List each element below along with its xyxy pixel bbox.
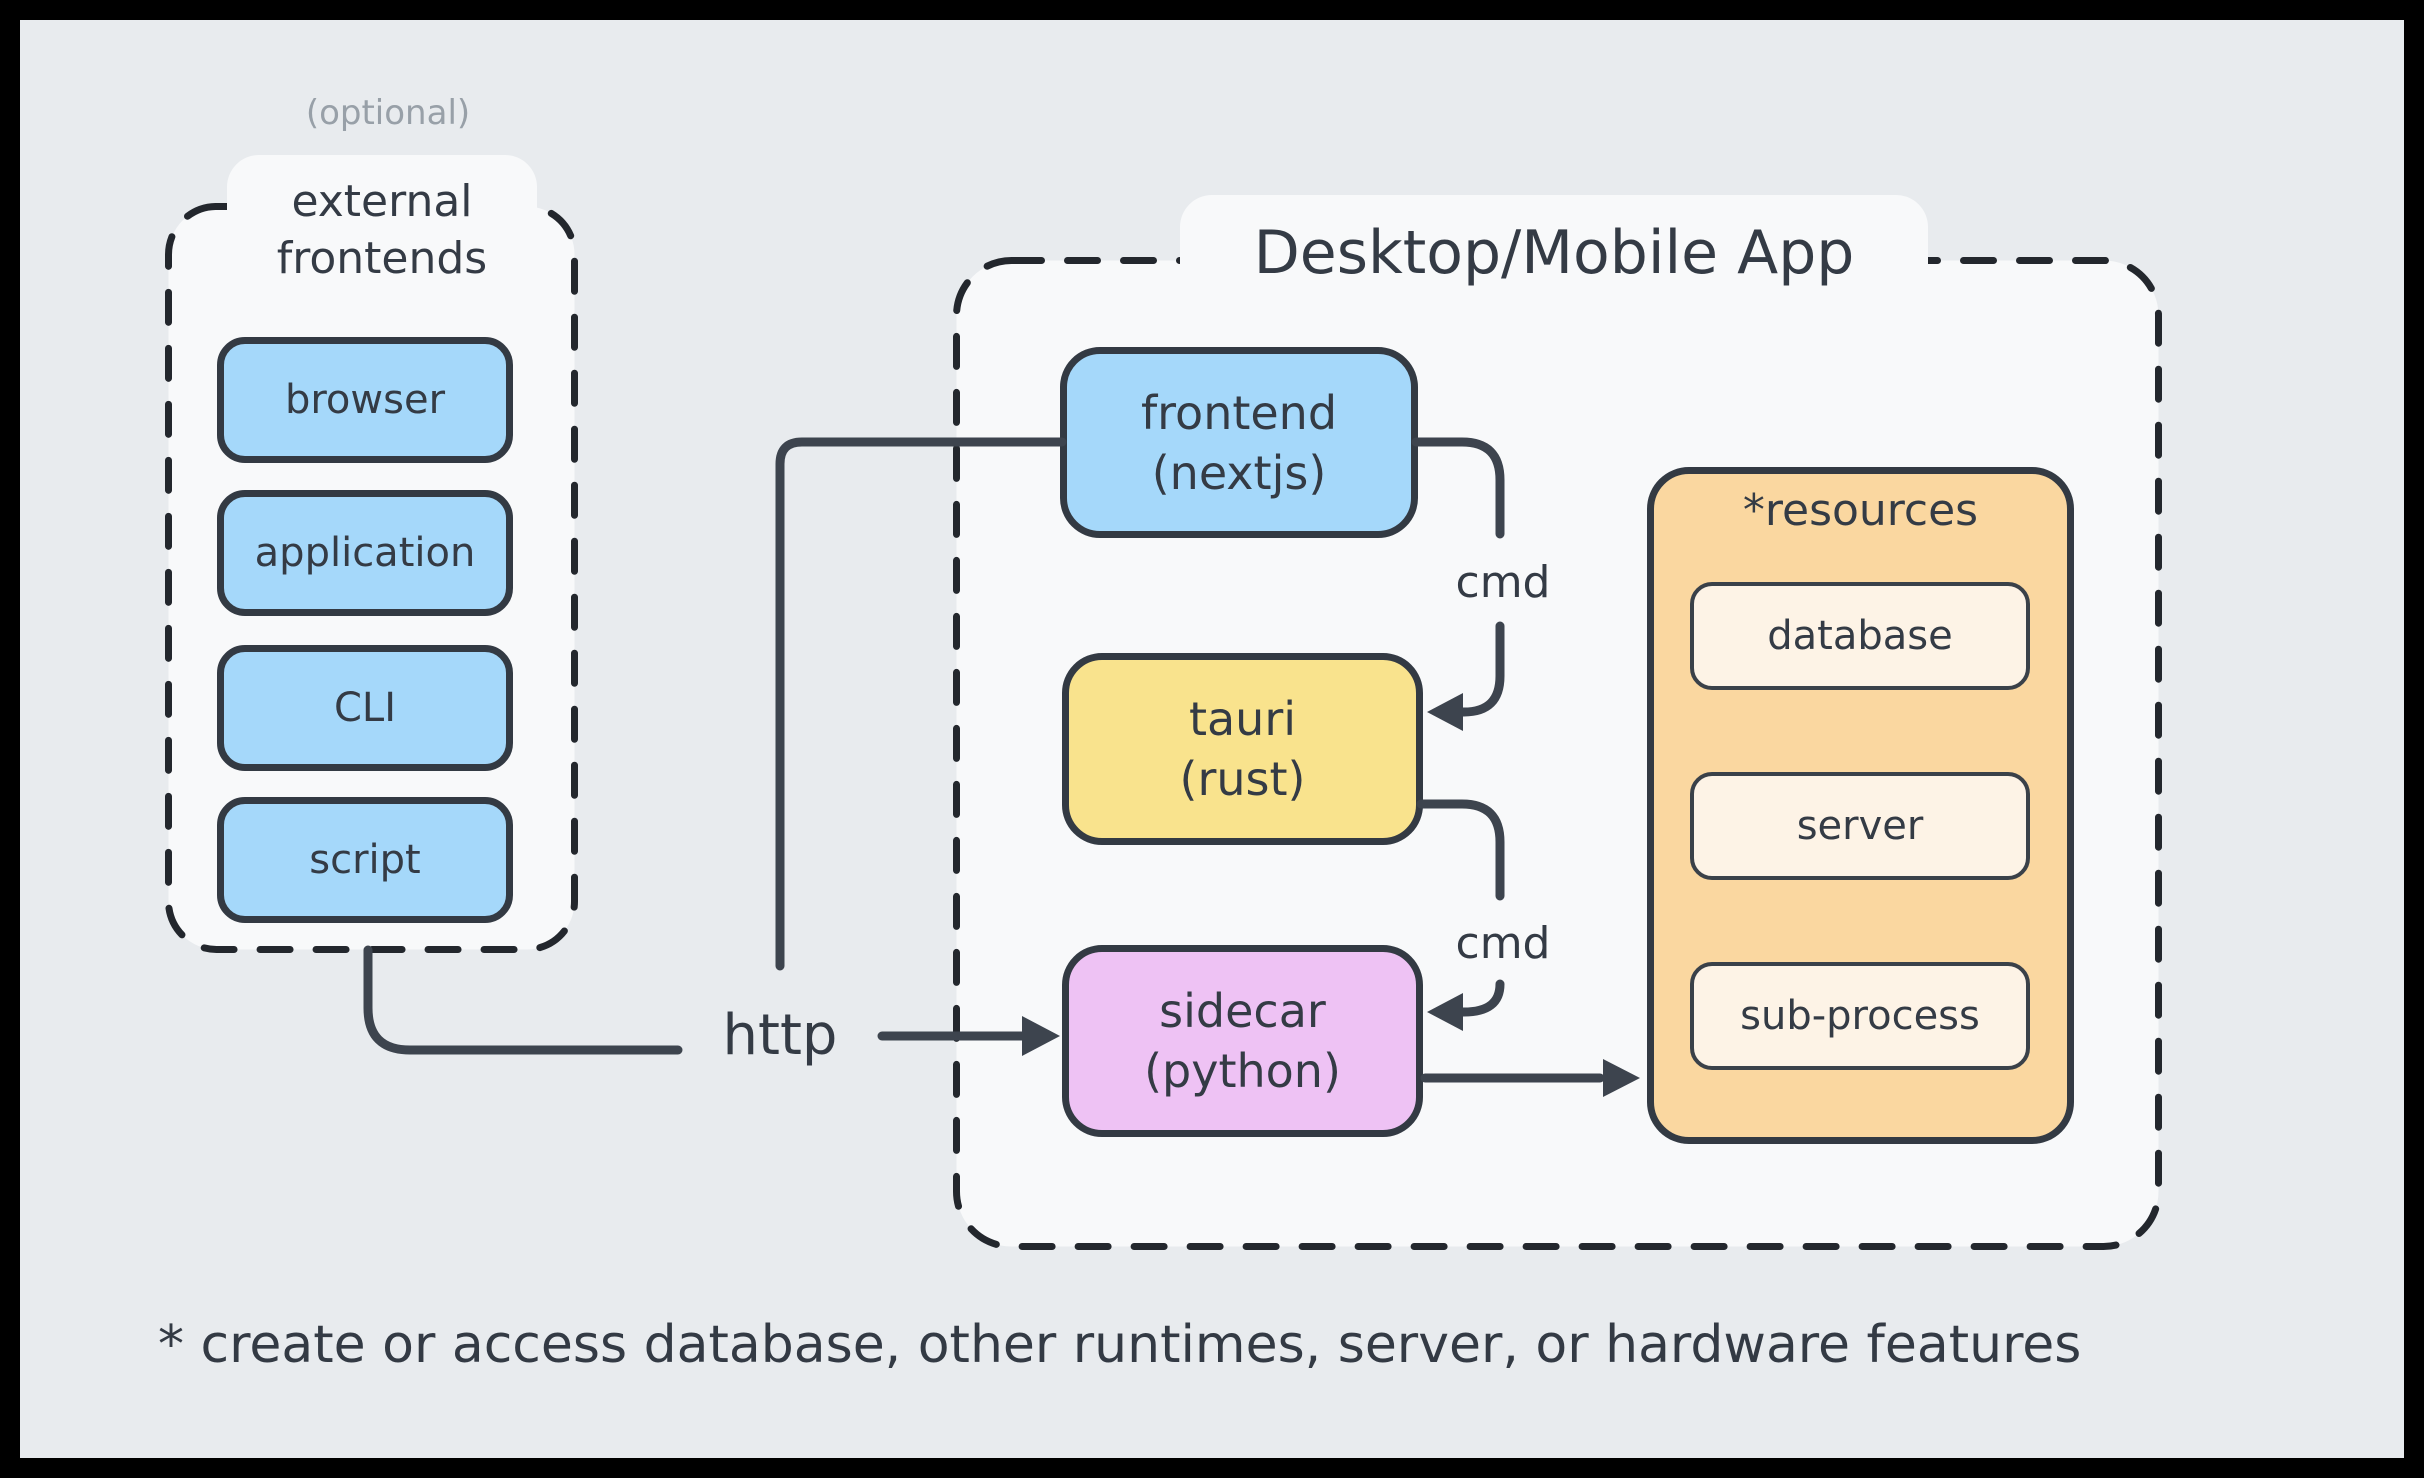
cmd-edge-label-2: cmd <box>1455 917 1551 969</box>
node-browser: browser <box>217 337 513 463</box>
http-edge-label: http <box>722 1002 838 1068</box>
external-frontends-title: external frontends <box>192 160 572 300</box>
node-cli: CLI <box>217 645 513 771</box>
node-script-label: script <box>309 837 421 883</box>
node-sidecar-python: sidecar (python) <box>1062 945 1423 1137</box>
node-script: script <box>217 797 513 923</box>
cmd-edge-label-1: cmd <box>1455 556 1551 608</box>
node-application-label: application <box>254 530 476 576</box>
desktop-mobile-app-title: Desktop/Mobile App <box>1253 218 1855 288</box>
connectors-layer <box>363 437 1640 1097</box>
node-sub-process: sub-process <box>1690 962 2030 1070</box>
node-tauri-label-line2: (rust) <box>1179 752 1306 806</box>
resources-title: *resources <box>1742 484 1979 536</box>
node-server-label: server <box>1796 803 1924 849</box>
node-database: database <box>1690 582 2030 690</box>
node-tauri-label-line1: tauri <box>1188 692 1297 746</box>
external-frontends-label-tab <box>227 155 537 280</box>
node-frontend-label-line2: (nextjs) <box>1151 445 1327 500</box>
node-server: server <box>1690 772 2030 880</box>
node-database-label: database <box>1767 613 1953 659</box>
node-cli-label: CLI <box>333 685 396 731</box>
external-frontends-title-line1: external <box>291 176 473 227</box>
arrowhead-http-to-sidecar <box>1022 1016 1060 1056</box>
edge-cmd-to-tauri <box>1453 621 1505 717</box>
node-frontend-label-line1: frontend <box>1140 385 1338 440</box>
node-browser-label: browser <box>284 377 446 423</box>
desktop-mobile-app-label-tab <box>1180 195 1928 315</box>
external-frontends-title-line2: frontends <box>276 233 488 284</box>
node-tauri-rust: tauri (rust) <box>1062 653 1423 845</box>
diagram-canvas: external frontends (optional) browser ap… <box>20 20 2404 1458</box>
edge-external-to-http <box>363 945 683 1055</box>
edge-frontend-cmd-upper <box>1411 437 1505 539</box>
node-sidecar-label-line2: (python) <box>1144 1044 1341 1098</box>
node-sidecar-label-line1: sidecar <box>1159 984 1326 1038</box>
edge-cmd-to-sidecar <box>1453 979 1505 1017</box>
arrowhead-cmd-to-tauri <box>1427 693 1463 731</box>
arrowhead-cmd-to-sidecar <box>1427 993 1463 1031</box>
optional-label: (optional) <box>305 93 471 133</box>
node-sub-process-label: sub-process <box>1740 993 1980 1039</box>
edge-tauri-cmd-upper <box>1416 799 1505 901</box>
edge-frontend-to-http <box>775 437 1067 971</box>
arrowhead-sidecar-to-resources <box>1603 1059 1640 1097</box>
footnote-text: * create or access database, other runti… <box>158 1315 2082 1375</box>
node-application: application <box>217 490 513 616</box>
